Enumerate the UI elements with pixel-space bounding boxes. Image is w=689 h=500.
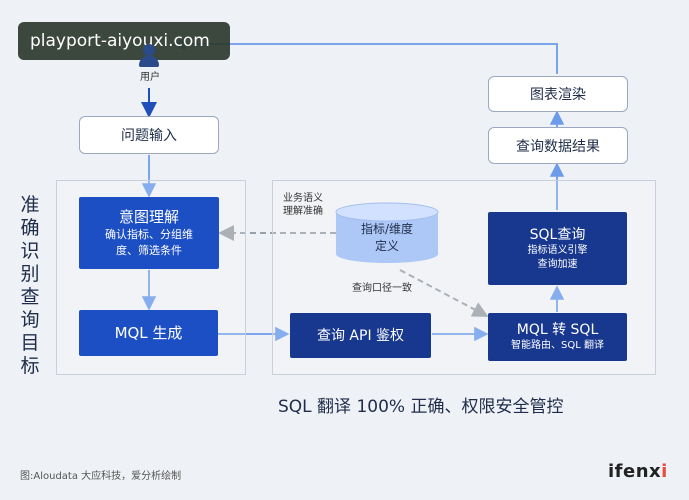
semantic-label: 业务语义 理解准确 — [283, 192, 353, 218]
render-box: 图表渲染 — [488, 76, 628, 112]
user-label: 用户 — [140, 72, 160, 83]
mql-to-sql-box: MQL 转 SQL 智能路由、SQL 翻译 — [488, 313, 627, 361]
metric-database-icon — [335, 202, 439, 263]
query-api-box: 查询 API 鉴权 — [290, 313, 431, 358]
semantic-label-line1: 业务语义 — [283, 193, 323, 204]
intent-line1: 确认指标、分组维 — [105, 228, 193, 241]
mql-to-sql-sub: 智能路由、SQL 翻译 — [511, 340, 604, 351]
loop-line — [171, 36, 558, 74]
sql-query-box: SQL查询 指标语义引擎 查询加速 — [488, 212, 627, 285]
query-api-title: 查询 API 鉴权 — [316, 327, 405, 344]
mql-to-sql-title: MQL 转 SQL — [516, 322, 599, 338]
brand-logo-tail: i — [661, 461, 668, 482]
footer-credit: 图:Aloudata 大应科技，爱分析绘制 — [20, 471, 182, 482]
brand-logo: ifenxi — [608, 461, 668, 482]
db-label-line2: 定义 — [374, 239, 399, 253]
brand-logo-main: ifenx — [608, 461, 662, 482]
result-box: 查询数据结果 — [488, 127, 628, 164]
consistency-label: 查询口径一致 — [352, 283, 412, 294]
intent-line2: 度、筛选条件 — [116, 244, 182, 257]
db-label-line1: 指标/维度 — [360, 222, 414, 236]
sql-query-line2: 查询加速 — [537, 258, 578, 270]
db-to-sql-dashed — [399, 269, 489, 317]
intent-title: 意图理解 — [118, 208, 179, 226]
mql-gen-title: MQL 生成 — [114, 324, 183, 342]
intent-box: 意图理解 确认指标、分组维 度、筛选条件 — [79, 197, 219, 269]
headline: SQL 翻译 100% 正确、权限安全管控 — [278, 397, 564, 417]
user-icon — [138, 44, 160, 68]
left-vertical-label: 准确识别查询目标 — [20, 194, 40, 377]
mql-gen-box: MQL 生成 — [79, 310, 218, 356]
sql-query-title: SQL查询 — [529, 226, 586, 243]
question-input-box: 问题输入 — [79, 116, 219, 154]
semantic-label-line2: 理解准确 — [283, 206, 323, 217]
watermark: playport-aiyouxi.com — [18, 22, 230, 60]
sql-query-line1: 指标语义引擎 — [527, 244, 588, 256]
db-label: 指标/维度 定义 — [336, 221, 438, 255]
